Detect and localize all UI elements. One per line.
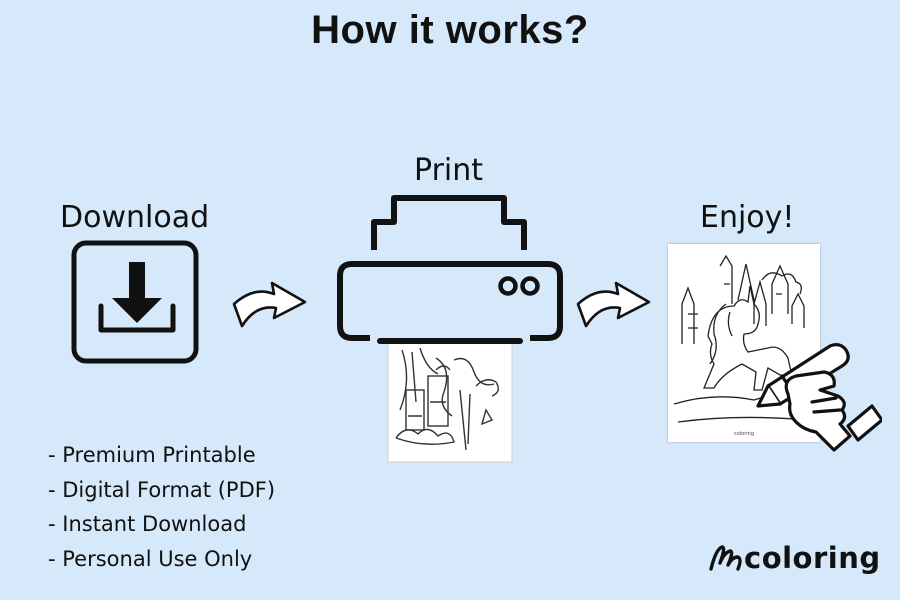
enjoy-label: Enjoy!: [700, 200, 795, 235]
printer-icon: [337, 195, 563, 463]
unicorn-castle-sketch-icon: [395, 347, 499, 451]
feature-item: - Instant Download: [48, 512, 247, 536]
hand-with-crayon-icon: [756, 343, 882, 452]
feature-item: - Digital Format (PDF): [48, 477, 276, 502]
print-label: Print: [414, 153, 484, 188]
arrow-right-icon: [576, 281, 651, 328]
svg-text:coloring: coloring: [734, 431, 754, 437]
brand-name: coloring: [744, 541, 881, 575]
download-label: Download: [60, 200, 210, 235]
scribble-logo-icon: [709, 545, 742, 571]
feature-item: - Premium Printable: [48, 443, 256, 467]
feature-item: - Personal Use Only: [48, 546, 253, 571]
brand-logo: coloring: [708, 541, 881, 575]
page-title: How it works?: [311, 8, 589, 52]
feature-list: - Premium Printable - Digital Format (PD…: [48, 438, 275, 576]
download-icon: [71, 240, 199, 364]
arrow-right-icon: [232, 281, 307, 328]
unicorn-castle-page-icon: coloring: [673, 254, 815, 437]
